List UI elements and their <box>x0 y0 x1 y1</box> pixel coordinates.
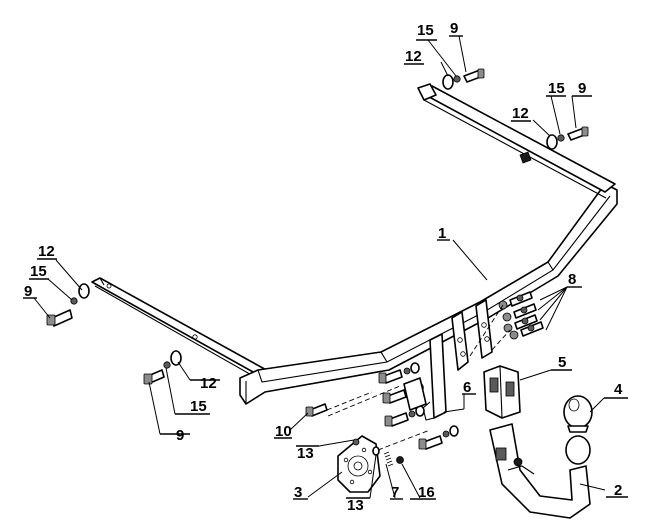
callout-10: 10 <box>275 423 292 440</box>
callout-12-right: 12 <box>512 105 529 122</box>
callout-8: 8 <box>568 271 576 288</box>
callout-2: 2 <box>614 482 622 499</box>
mounting-plates <box>422 299 493 421</box>
callout-13-bottom: 13 <box>347 497 364 514</box>
top-fastener-set-2 <box>546 126 589 150</box>
callout-9-left: 9 <box>24 283 32 300</box>
bolt-set-8 <box>469 291 544 357</box>
callout-16: 16 <box>418 484 435 501</box>
ball-cover <box>563 395 593 433</box>
socket-plate <box>337 435 381 493</box>
leader-lines <box>33 35 606 499</box>
callout-7: 7 <box>391 484 399 501</box>
callout-12-left: 12 <box>38 243 55 260</box>
callout-9-top: 9 <box>450 20 458 37</box>
callout-12-top: 12 <box>405 48 422 65</box>
callout-15-top: 15 <box>417 22 434 39</box>
callout-5: 5 <box>558 354 566 371</box>
callout-15-left: 15 <box>30 263 47 280</box>
callout-9-bottom: 9 <box>176 427 184 444</box>
callout-6: 6 <box>463 379 471 396</box>
callout-3: 3 <box>294 484 302 501</box>
callout-1: 1 <box>438 225 446 242</box>
callout-13-left: 13 <box>297 445 314 462</box>
pin-10 <box>305 391 373 417</box>
callout-15-right: 15 <box>548 80 565 97</box>
callout-15-bottom: 15 <box>190 398 207 415</box>
callout-12-bottom: 12 <box>200 375 217 392</box>
left-fastener-set-upper <box>46 283 90 327</box>
socket-holder <box>483 365 521 419</box>
callout-9-right: 9 <box>578 80 586 97</box>
lower-bracket-bolts <box>327 362 459 450</box>
top-fastener-set-1 <box>442 68 485 90</box>
callout-4: 4 <box>614 381 623 398</box>
tow-neck <box>489 423 591 519</box>
spring-washer-set <box>372 429 431 467</box>
crossbar-beam <box>91 83 618 405</box>
callout-labels: 1 2 3 4 5 6 7 8 9 9 9 9 10 12 12 12 <box>23 20 628 514</box>
left-fastener-set-lower <box>143 350 182 385</box>
